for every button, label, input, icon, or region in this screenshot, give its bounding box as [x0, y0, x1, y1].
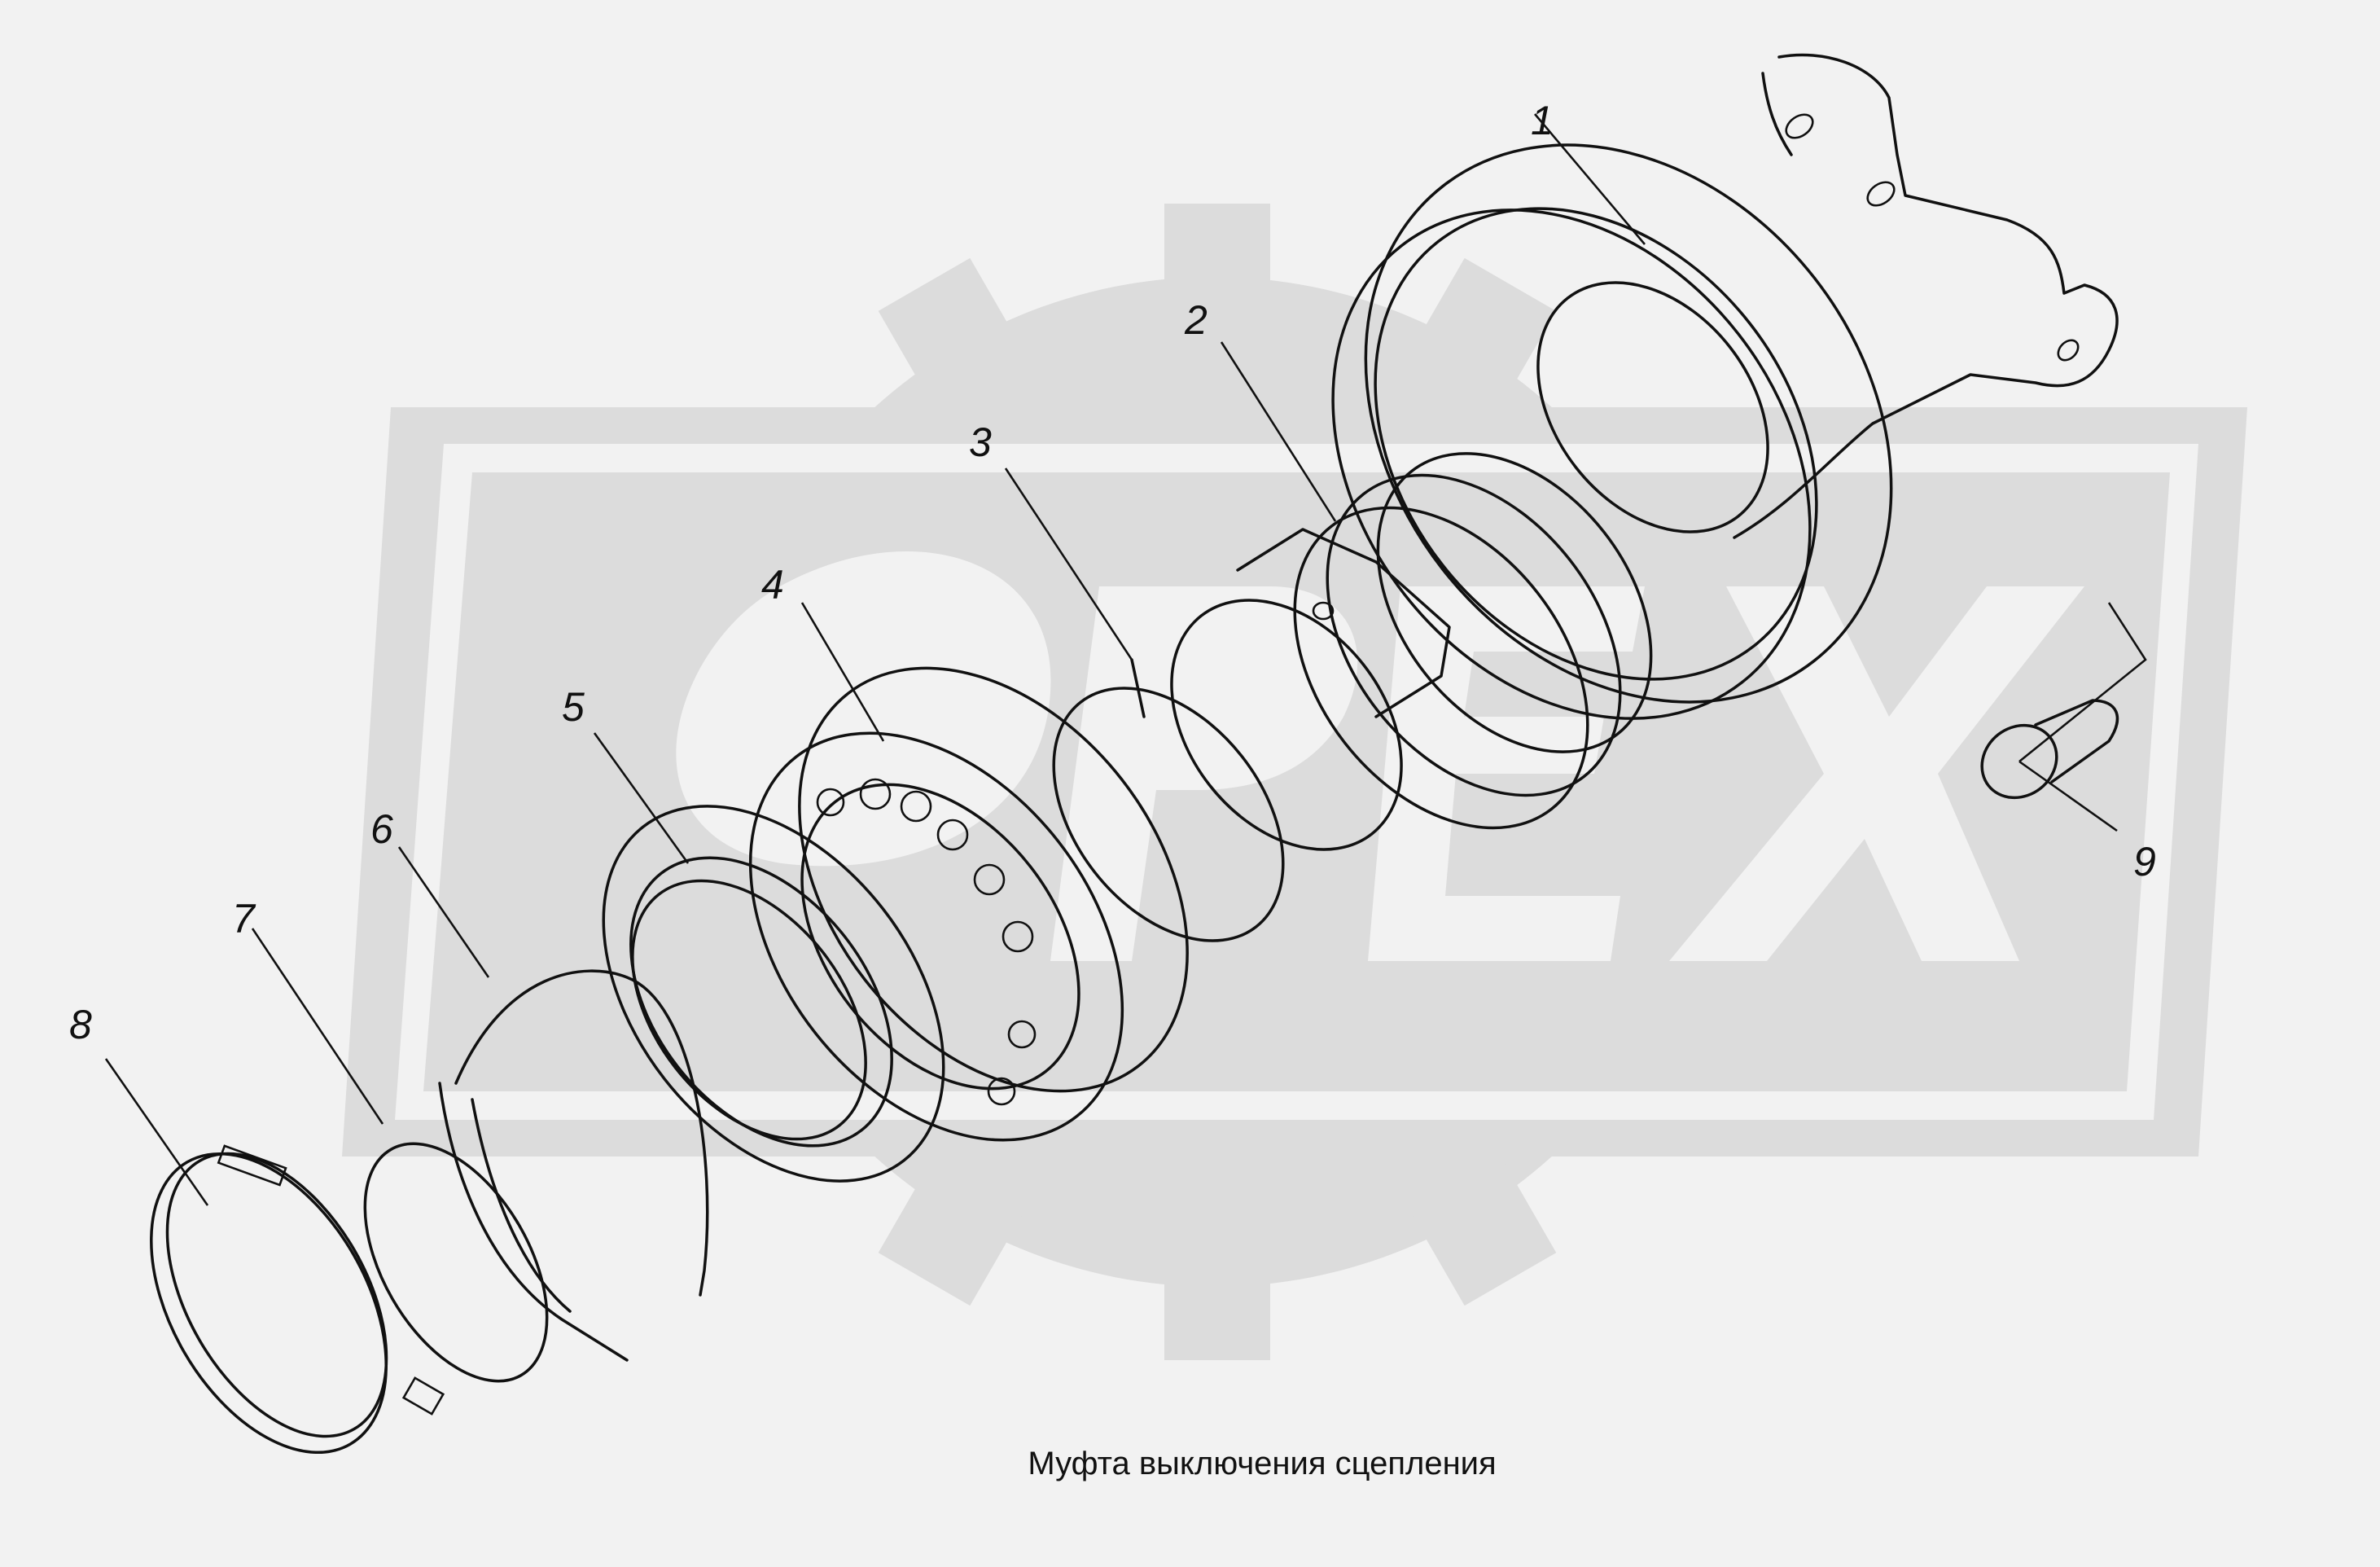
callout-1: 1 [1531, 98, 1554, 143]
callout-4: 4 [761, 562, 784, 608]
diagram-caption: Муфта выключения сцепления [1028, 1446, 1497, 1481]
watermark-banner [342, 407, 2247, 1157]
part-5-seal [593, 732, 945, 1183]
part-1-housing [1331, 53, 2119, 720]
callout-7: 7 [232, 896, 256, 942]
part-3-wire-ring [1004, 467, 1285, 942]
callout-3: 3 [969, 419, 992, 465]
callout-2: 2 [1184, 297, 1208, 343]
callout-6: 6 [370, 806, 393, 852]
part-2-sleeve [1170, 341, 1653, 851]
part-4-bearing [748, 602, 1189, 1142]
watermark-logo [342, 204, 2247, 1360]
part-7-snap-ring [251, 928, 549, 1383]
part-8-clamp [104, 1058, 445, 1455]
callout-9: 9 [2133, 839, 2156, 884]
callout-8: 8 [69, 1002, 92, 1047]
callout-5: 5 [562, 684, 585, 730]
part-9-plug [1980, 602, 2147, 832]
part-6-split-ring [397, 846, 709, 1362]
callout-labels: 1 2 3 4 5 6 7 8 9 [69, 98, 2156, 1047]
